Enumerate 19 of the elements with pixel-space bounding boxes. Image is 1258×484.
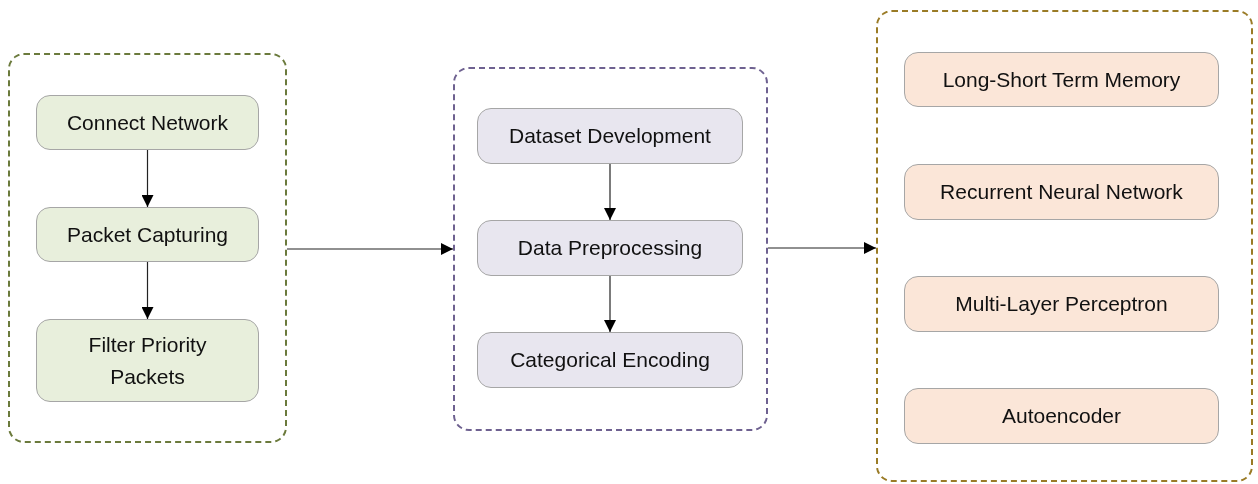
arrow bbox=[604, 163, 616, 221]
process-box: Filter Priority Packets bbox=[36, 319, 259, 402]
process-box: Connect Network bbox=[36, 95, 259, 150]
process-box: Data Preprocessing bbox=[477, 220, 743, 276]
group-container bbox=[876, 10, 1253, 482]
process-box: Categorical Encoding bbox=[477, 332, 743, 388]
process-box: Dataset Development bbox=[477, 108, 743, 164]
arrow bbox=[141, 261, 154, 320]
group-container bbox=[8, 53, 287, 443]
process-box: Autoencoder bbox=[904, 388, 1219, 444]
process-box: Packet Capturing bbox=[36, 207, 259, 262]
process-box: Recurrent Neural Network bbox=[904, 164, 1219, 220]
process-box: Multi-Layer Perceptron bbox=[904, 276, 1219, 332]
arrow bbox=[604, 275, 616, 333]
arrow bbox=[767, 242, 877, 254]
process-box: Long-Short Term Memory bbox=[904, 52, 1219, 107]
arrow bbox=[141, 149, 154, 208]
arrow bbox=[286, 243, 454, 255]
group-container bbox=[453, 67, 768, 431]
